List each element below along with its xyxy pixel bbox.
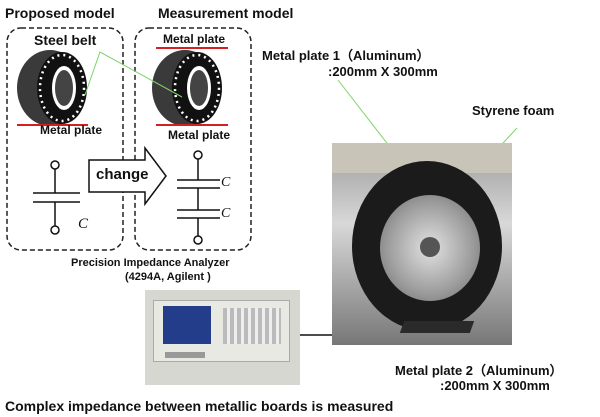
- leader-line: [84, 51, 183, 98]
- metal-plate-label: Metal plate: [163, 32, 226, 46]
- change-label: change: [96, 166, 149, 183]
- capacitor-left-icon: [33, 160, 80, 235]
- steel-belt-label: Steel belt: [34, 32, 97, 48]
- metal-plate-1-label: Metal plate 1（Aluminum）: [262, 48, 430, 63]
- capacitance-label: C: [221, 175, 231, 190]
- capacitance-label: C: [78, 216, 89, 232]
- metal-plate-2-size: :200mm X 300mm: [440, 378, 550, 393]
- wheel-photo: [332, 143, 512, 345]
- tire-left-icon: [17, 50, 87, 126]
- metal-plate-1-size: :200mm X 300mm: [328, 64, 438, 79]
- metal-plate-label: Metal plate: [168, 128, 231, 142]
- caption: Complex impedance between metallic board…: [5, 398, 394, 414]
- analyzer-label: Precision Impedance Analyzer: [71, 257, 230, 269]
- proposed-model-box: [6, 27, 124, 251]
- analyzer-model-label: (4294A, Agilent ): [125, 271, 211, 283]
- metal-plate-2-label: Metal plate 2（Aluminum）: [395, 363, 563, 378]
- styrene-foam-label: Styrene foam: [472, 103, 555, 118]
- analyzer-photo: [145, 290, 300, 385]
- tire-right-icon: [152, 50, 222, 126]
- measurement-model-box: [134, 27, 252, 251]
- capacitance-label: C: [221, 206, 231, 221]
- capacitor-series-icon: [177, 150, 220, 245]
- measurement-model-title: Measurement model: [158, 5, 294, 21]
- metal-plate-label: Metal plate: [40, 123, 103, 137]
- proposed-model-title: Proposed model: [5, 5, 115, 21]
- change-arrow: [88, 145, 167, 207]
